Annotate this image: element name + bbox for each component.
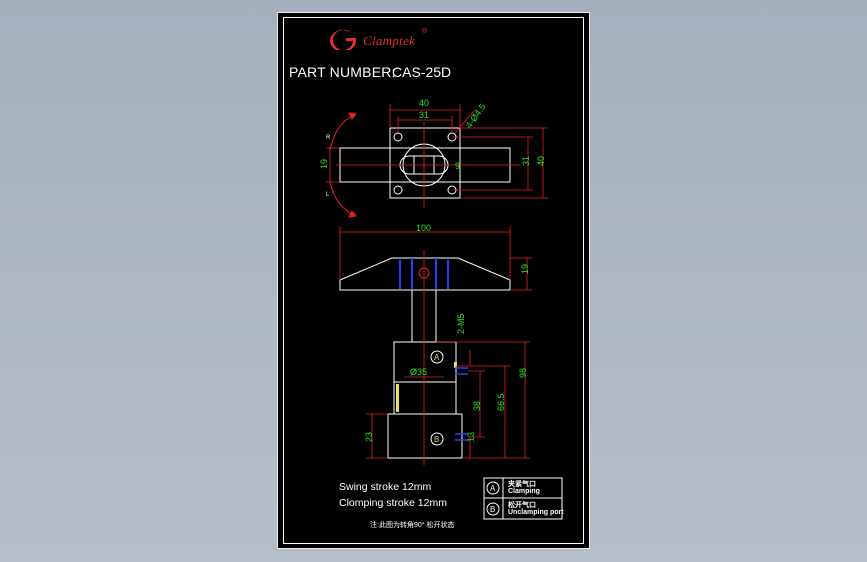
part-number: CAS-25D: [392, 64, 452, 80]
dim-height-outer: 40: [536, 156, 546, 166]
port-a-label: A: [434, 353, 440, 362]
side-view-dim-lines: [339, 226, 532, 459]
dim-width-inner: 31: [419, 110, 429, 120]
brand-name: Clamptek: [363, 33, 416, 48]
port-b-marker: [430, 432, 444, 446]
arrow-head-right: [348, 112, 357, 120]
cylinder-body: [393, 341, 457, 415]
registered-mark: ®: [422, 28, 428, 35]
dim-arm-length: 100: [416, 223, 431, 233]
port-a-marker: [430, 350, 444, 364]
legend-a-symbol: A: [490, 484, 496, 493]
dim-height-inner: 31: [521, 156, 531, 166]
top-center-lines: [336, 122, 520, 208]
dim-arm-height: 19: [520, 264, 530, 274]
body-accents: [396, 362, 457, 412]
dim-slot: 9: [455, 161, 460, 171]
port-b-label: B: [434, 435, 439, 444]
mount-hole: [393, 185, 403, 195]
rotation-label-left: L: [326, 192, 330, 198]
mount-hole: [393, 132, 403, 142]
dim-width-outer: 40: [419, 98, 429, 108]
legend-b-english: Unclamping port: [508, 509, 564, 516]
clamptek-logo-icon: [330, 29, 356, 50]
cylinder-base: [387, 413, 463, 459]
flange-outline: [389, 127, 461, 199]
legend-a-chinese: 夹紧气口: [508, 481, 536, 488]
swing-stroke-note: Swing stroke 12mm: [339, 481, 432, 493]
rotation-arrows: [329, 112, 357, 218]
legend-box: [483, 477, 563, 520]
dim-arm-width: 19: [319, 159, 329, 169]
arm-side-outline: [339, 257, 511, 291]
dim-port-spacing: 38: [472, 401, 482, 411]
clamping-stroke-note: Clomping stroke 12mm: [339, 497, 447, 509]
rotation-label-right: R: [326, 135, 331, 141]
legend-b-symbol: B: [490, 505, 495, 514]
top-view-dim-lines: [326, 104, 548, 199]
dim-body-height: 66.5: [496, 393, 506, 411]
legend-a-english: Clamping: [508, 488, 540, 495]
dim-port-thread: 2-M5: [456, 313, 466, 334]
dim-mount-holes: 4-Ø4.5: [464, 102, 488, 130]
dim-body-diameter: Ø35: [410, 367, 427, 377]
side-view: [339, 257, 511, 459]
part-number-label: PART NUMBER:: [289, 64, 396, 80]
top-view: [339, 127, 511, 199]
dim-port-offset: 13: [466, 432, 476, 442]
dim-base-height: 23: [364, 432, 374, 442]
legend-b-chinese: 松开气口: [508, 502, 536, 509]
port-fittings: [455, 367, 468, 441]
arrow-head-left: [348, 210, 357, 218]
footnote: 注:此图为转角90° 松开状态: [370, 522, 455, 529]
drawing-sheet: [277, 12, 590, 549]
dim-total-height: 98: [518, 368, 528, 378]
